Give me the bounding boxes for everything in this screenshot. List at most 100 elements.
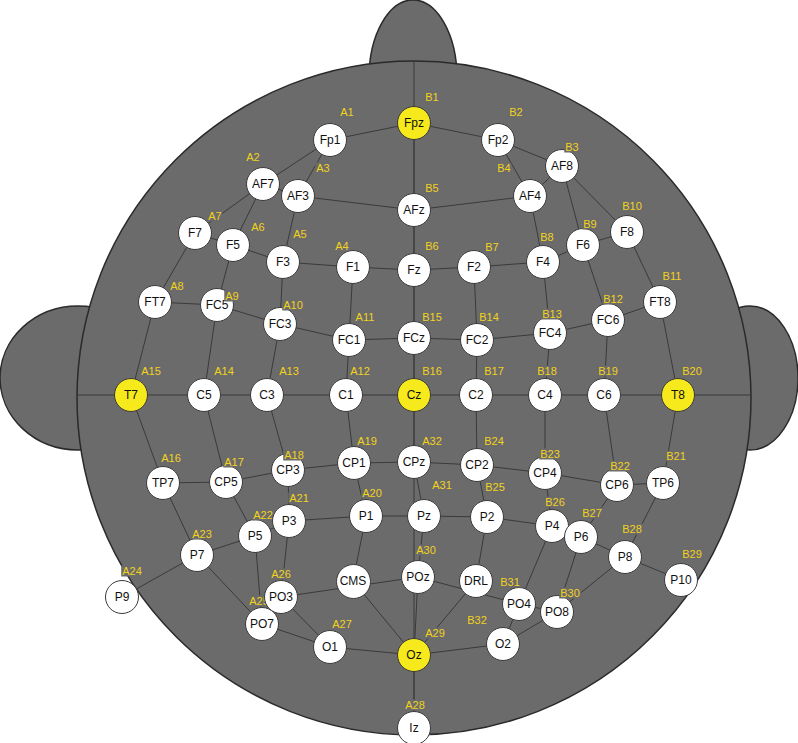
channel-label: B2 bbox=[508, 107, 523, 118]
channel-label: A24 bbox=[121, 566, 143, 577]
electrode-name: C3 bbox=[259, 389, 274, 401]
electrode-name: Oz bbox=[406, 649, 421, 661]
electrode-name: PO8 bbox=[545, 606, 569, 618]
electrode: AF8B3 bbox=[545, 149, 579, 183]
electrode: C3A13 bbox=[250, 378, 284, 412]
electrode: P10B29 bbox=[664, 563, 698, 597]
channel-label: A5 bbox=[292, 229, 307, 240]
channel-label: B11 bbox=[662, 271, 683, 282]
channel-label: A1 bbox=[339, 107, 354, 118]
electrode: P8B28 bbox=[608, 540, 642, 574]
channel-label: A8 bbox=[169, 281, 184, 292]
electrode-name: POz bbox=[406, 571, 429, 583]
electrode-name: AF4 bbox=[519, 190, 541, 202]
electrode-name: FCz bbox=[403, 332, 425, 344]
electrode: PO4B31 bbox=[502, 587, 536, 621]
electrode-name: CP3 bbox=[276, 464, 299, 476]
electrode-name: PO7 bbox=[250, 618, 274, 630]
electrode-name: F5 bbox=[226, 239, 240, 251]
electrode-name: P5 bbox=[248, 530, 263, 542]
electrode: FC4B13 bbox=[533, 316, 567, 350]
electrode: PzA31 bbox=[407, 499, 441, 533]
electrode: PO8B30 bbox=[540, 595, 574, 629]
electrode: CP3A18 bbox=[271, 453, 305, 487]
channel-label: B24 bbox=[483, 436, 505, 447]
electrode-name: F1 bbox=[346, 261, 360, 273]
electrode-name: FC4 bbox=[539, 327, 562, 339]
electrode: FC3A10 bbox=[263, 307, 297, 341]
electrode-name: CP6 bbox=[605, 479, 628, 491]
electrode-name: FT8 bbox=[649, 296, 670, 308]
electrode-name: Fz bbox=[407, 264, 420, 276]
electrode-name: O1 bbox=[322, 641, 338, 653]
electrode-name: Fpz bbox=[404, 117, 424, 129]
electrode: F4B8 bbox=[526, 245, 560, 279]
electrode: FpzB1 bbox=[397, 106, 431, 140]
electrode: O2B32 bbox=[486, 627, 520, 661]
channel-label: A21 bbox=[288, 493, 310, 504]
electrode: F3A5 bbox=[266, 245, 300, 279]
channel-label: B13 bbox=[541, 309, 563, 320]
electrode: F1A4 bbox=[336, 250, 370, 284]
electrode-name: F2 bbox=[467, 261, 481, 273]
electrode-name: T7 bbox=[124, 389, 138, 401]
electrode-name: PO3 bbox=[269, 591, 293, 603]
electrode: CPzA32 bbox=[397, 445, 431, 479]
channel-label: B8 bbox=[539, 232, 554, 243]
electrode-name: TP7 bbox=[152, 477, 174, 489]
channel-label: A16 bbox=[160, 453, 182, 464]
channel-label: B18 bbox=[536, 366, 558, 377]
electrode-name: CP4 bbox=[533, 467, 556, 479]
electrode: PO3A26 bbox=[264, 580, 298, 614]
electrode-name: CP1 bbox=[342, 457, 365, 469]
electrode: C6B19 bbox=[587, 378, 621, 412]
electrode-name: AF7 bbox=[252, 178, 274, 190]
grid-line bbox=[498, 140, 552, 644]
electrode-name: Fp1 bbox=[320, 134, 341, 146]
channel-label: B14 bbox=[478, 312, 500, 323]
electrode-name: TP6 bbox=[652, 477, 674, 489]
electrode: T7A15 bbox=[114, 378, 148, 412]
channel-label: B4 bbox=[496, 163, 511, 174]
channel-label: A12 bbox=[349, 366, 371, 377]
electrode: FC6B12 bbox=[591, 303, 625, 337]
electrode-name: P8 bbox=[618, 551, 633, 563]
channel-label: A31 bbox=[431, 480, 453, 491]
electrode-name: T8 bbox=[671, 389, 685, 401]
electrode: P1A20 bbox=[349, 499, 383, 533]
channel-label: A9 bbox=[224, 291, 239, 302]
electrode: Fp2B2 bbox=[481, 123, 515, 157]
electrode: IzA28 bbox=[397, 711, 431, 743]
electrode-name: FC2 bbox=[466, 334, 489, 346]
electrode-name: C1 bbox=[338, 389, 353, 401]
electrode-name: AFz bbox=[403, 204, 424, 216]
electrode-name: P7 bbox=[190, 549, 205, 561]
electrode: T8B20 bbox=[661, 378, 695, 412]
channel-label: A17 bbox=[223, 457, 245, 468]
electrode: TP6B21 bbox=[646, 466, 680, 500]
channel-label: B28 bbox=[621, 524, 643, 535]
channel-label: A4 bbox=[334, 241, 349, 252]
electrode-name: F4 bbox=[536, 256, 550, 268]
electrode-name: CPz bbox=[403, 456, 426, 468]
electrode-name: P9 bbox=[115, 591, 130, 603]
channel-label: A30 bbox=[415, 545, 437, 556]
electrode-name: F8 bbox=[620, 226, 634, 238]
channel-label: B3 bbox=[564, 142, 579, 153]
electrode: FzB6 bbox=[397, 253, 431, 287]
electrode: FC2B14 bbox=[460, 323, 494, 357]
channel-label: B25 bbox=[484, 482, 506, 493]
channel-label: B7 bbox=[484, 242, 499, 253]
electrode-name: P6 bbox=[574, 531, 589, 543]
electrode: CMS bbox=[336, 564, 371, 599]
channel-label: A2 bbox=[245, 152, 260, 163]
electrode: P7A23 bbox=[180, 538, 214, 572]
channel-label: A22 bbox=[252, 510, 274, 521]
electrode: O1A27 bbox=[313, 630, 347, 664]
electrode-name: P10 bbox=[670, 574, 691, 586]
channel-label: B17 bbox=[483, 366, 505, 377]
channel-label: B16 bbox=[421, 366, 443, 377]
electrode: C5A14 bbox=[187, 378, 221, 412]
electrode-name: Pz bbox=[417, 510, 431, 522]
